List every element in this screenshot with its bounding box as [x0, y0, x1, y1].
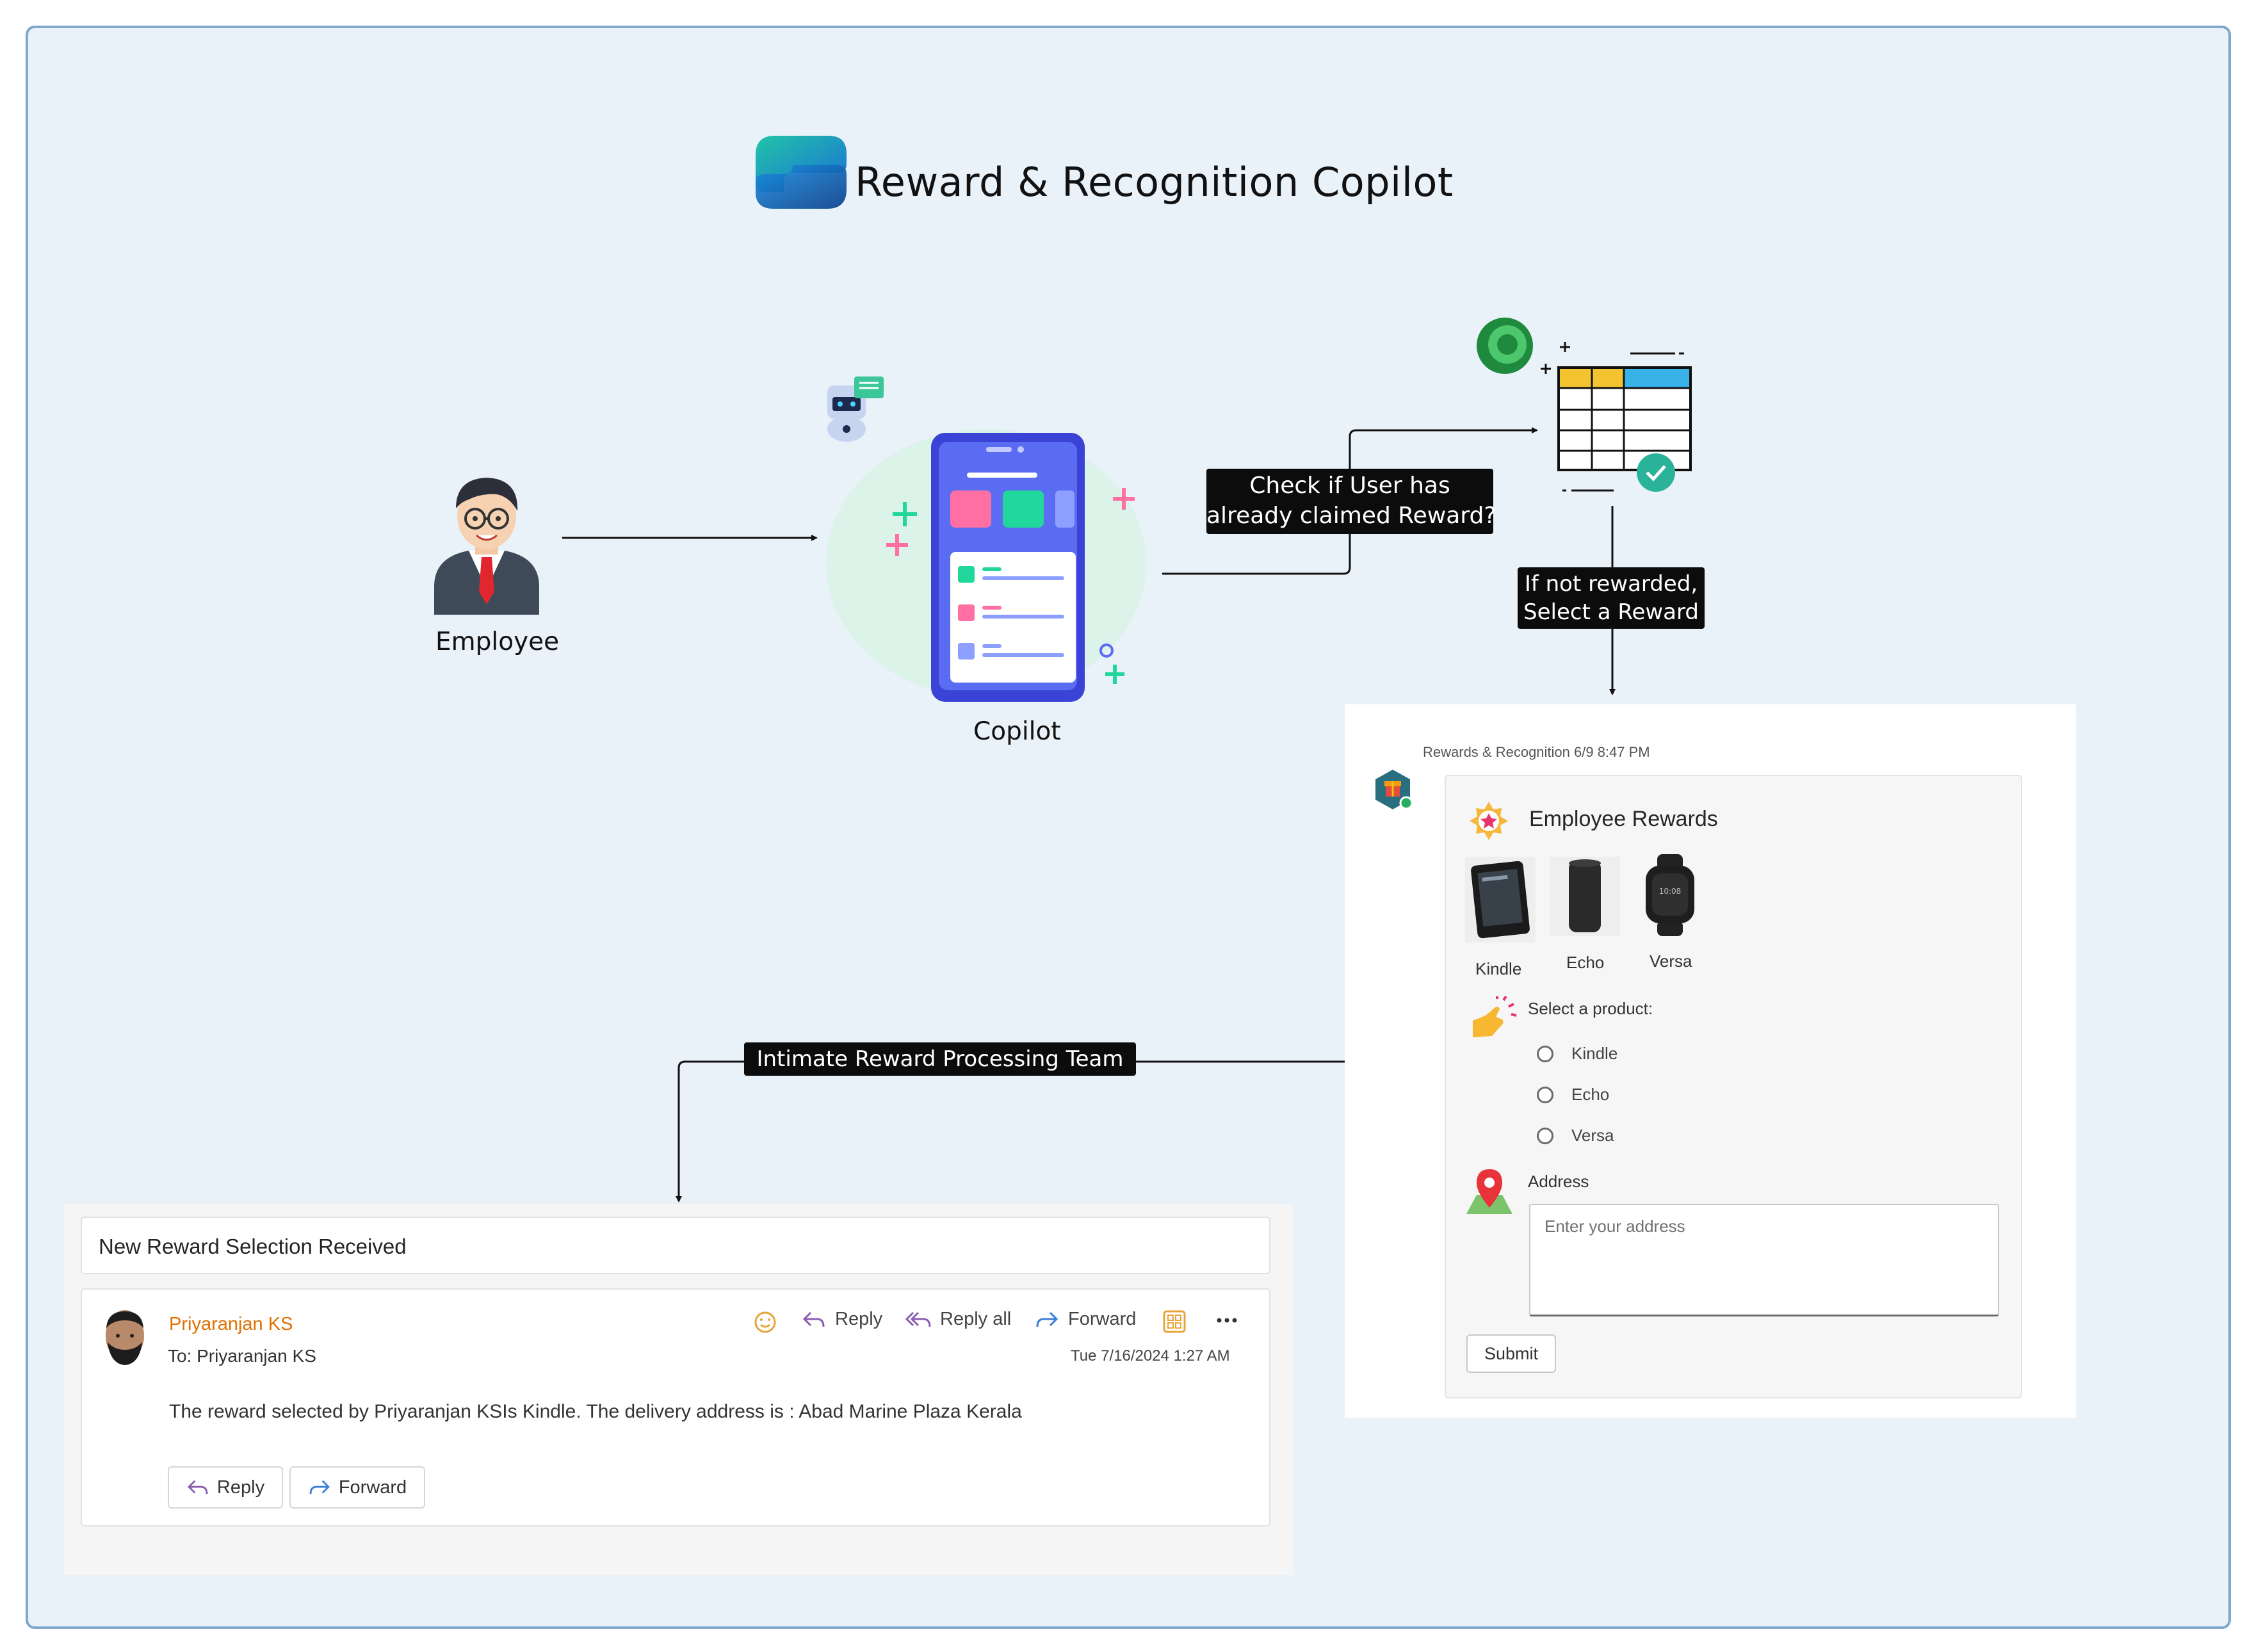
reply-button[interactable]: Reply: [168, 1466, 283, 1509]
sender-avatar[interactable]: [101, 1309, 149, 1366]
apps-icon[interactable]: [1162, 1309, 1187, 1334]
radio-option-kindle[interactable]: Kindle: [1537, 1044, 1618, 1064]
copilot-logo-icon: [756, 136, 847, 209]
card-header: Rewards & Recognition 6/9 8:47 PM: [1423, 744, 1650, 760]
edge-label-check-text: Check if User has already claimed Reward…: [1206, 473, 1496, 529]
dataverse-table-icon: [1477, 318, 1692, 492]
reply-all-icon: [905, 1311, 931, 1327]
email-body: The reward selected by Priyaranjan KSIs …: [169, 1401, 1022, 1422]
email-date: Tue 7/16/2024 1:27 AM: [1071, 1347, 1230, 1365]
radio-versa[interactable]: [1537, 1127, 1553, 1144]
forward-button[interactable]: Forward: [289, 1466, 425, 1509]
toolbar-forward[interactable]: Forward: [1035, 1309, 1136, 1330]
reply-button-label: Reply: [216, 1477, 265, 1498]
radio-kindle[interactable]: [1537, 1045, 1553, 1062]
radio-option-echo[interactable]: Echo: [1537, 1085, 1609, 1105]
copilot-label: Copilot: [973, 717, 1061, 746]
toolbar-reply[interactable]: Reply: [802, 1309, 882, 1330]
award-badge-icon: [1470, 802, 1508, 840]
toolbar-reply-label: Reply: [835, 1309, 883, 1329]
address-label: Address: [1528, 1172, 1589, 1191]
radio-echo[interactable]: [1537, 1086, 1553, 1103]
employee-label: Employee: [435, 628, 560, 656]
copilot-phone-icon: [826, 377, 1146, 702]
email-subject: New Reward Selection Received: [99, 1235, 407, 1258]
diagram-title: Reward & Recognition Copilot: [855, 159, 1454, 206]
reply-icon: [187, 1480, 208, 1494]
submit-button[interactable]: Submit: [1466, 1334, 1556, 1373]
edge-label-select-text: If not rewarded, Select a Reward: [1523, 571, 1699, 626]
sender-name[interactable]: Priyaranjan KS: [169, 1314, 293, 1334]
reply-icon: [802, 1311, 825, 1327]
bot-icon: [827, 377, 884, 442]
forward-icon: [309, 1480, 330, 1494]
select-product-label: Select a product:: [1528, 999, 1653, 1018]
emoji-react-icon[interactable]: [753, 1310, 777, 1334]
kindle-image[interactable]: [1465, 857, 1536, 943]
recipient-line: To: Priyaranjan KS: [168, 1346, 316, 1366]
employee-avatar-icon: [434, 478, 539, 615]
edge-label-select: If not rewarded, Select a Reward: [1518, 567, 1705, 629]
edge-card-email: [676, 1060, 1345, 1203]
map-pin-icon: [1466, 1169, 1512, 1214]
bot-avatar-icon: [1375, 770, 1413, 810]
pointer-hand-icon: [1473, 996, 1517, 1037]
versa-watch-image[interactable]: 10:08: [1633, 854, 1707, 936]
product-label-kindle: Kindle: [1475, 959, 1522, 978]
radio-label-kindle: Kindle: [1571, 1044, 1618, 1063]
more-options-icon[interactable]: [1214, 1314, 1240, 1327]
svg-text:10:08: 10:08: [1659, 887, 1682, 896]
radio-option-versa[interactable]: Versa: [1537, 1126, 1614, 1146]
edge-label-intimate: Intimate Reward Processing Team: [744, 1042, 1136, 1076]
toolbar-forward-label: Forward: [1068, 1309, 1137, 1329]
address-placeholder: Enter your address: [1545, 1217, 1685, 1236]
radio-label-echo: Echo: [1571, 1085, 1610, 1104]
edge-label-check: Check if User has already claimed Reward…: [1206, 469, 1496, 534]
echo-image[interactable]: [1550, 857, 1620, 936]
product-label-versa: Versa: [1650, 952, 1692, 971]
email-subject-bar: New Reward Selection Received: [81, 1217, 1270, 1274]
radio-label-versa: Versa: [1571, 1126, 1614, 1145]
toolbar-reply-all-label: Reply all: [940, 1309, 1012, 1329]
card-title: Employee Rewards: [1529, 807, 1718, 831]
address-input[interactable]: Enter your address: [1529, 1204, 1999, 1316]
product-label-echo: Echo: [1566, 953, 1605, 972]
forward-button-label: Forward: [338, 1477, 407, 1498]
forward-icon: [1036, 1311, 1058, 1327]
toolbar-reply-all[interactable]: Reply all: [905, 1309, 1011, 1330]
